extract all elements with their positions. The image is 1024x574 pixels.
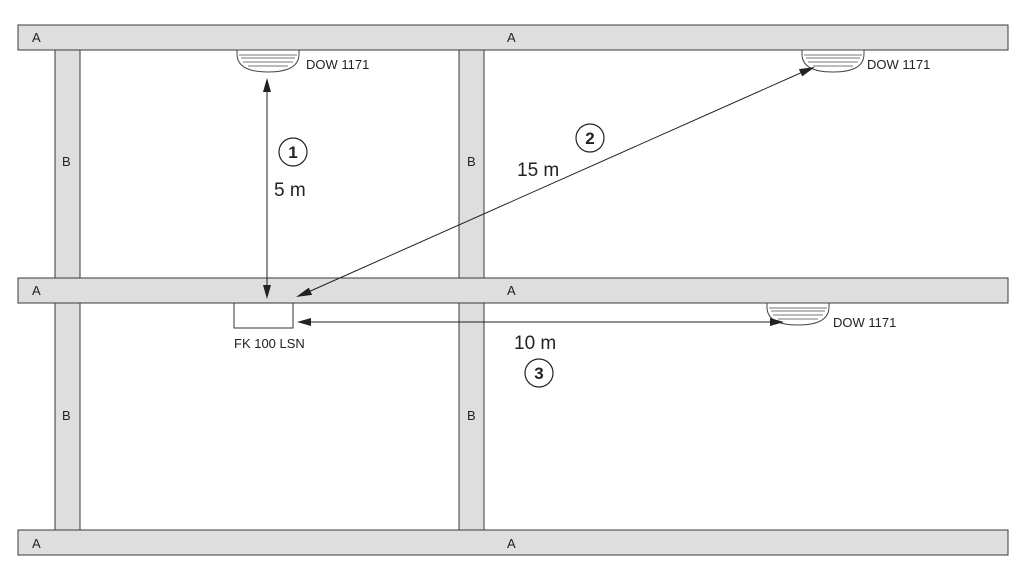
number-marker-1	[278, 137, 308, 167]
module-box	[233, 302, 294, 329]
beam-label-b: B	[467, 154, 476, 169]
detector-label: DOW 1171	[306, 57, 369, 72]
number-marker-3	[524, 358, 554, 388]
beam-b-top-right	[458, 49, 485, 279]
beam-b-top-left	[54, 49, 81, 279]
number-marker-text: 3	[534, 364, 543, 383]
beam-label-b: B	[467, 408, 476, 423]
beam-label-a: A	[32, 30, 41, 45]
beam-a-top	[17, 24, 1009, 51]
distance-line-3	[297, 318, 784, 326]
beam-label-a: A	[507, 536, 516, 551]
beam-a-bottom	[17, 529, 1009, 556]
distance-line-1	[263, 78, 271, 299]
beam-label-a: A	[507, 283, 516, 298]
distance-label-2: 15 m	[517, 160, 559, 181]
beam-b-bottom-right	[458, 302, 485, 531]
distance-line-2	[296, 67, 815, 297]
beam-label-b: B	[62, 154, 71, 169]
beam-label-b: B	[62, 408, 71, 423]
detector-label: DOW 1171	[867, 57, 930, 72]
number-marker-text: 2	[585, 129, 594, 148]
beam-label-a: A	[32, 536, 41, 551]
beam-label-a: A	[32, 283, 41, 298]
distance-label-3: 10 m	[514, 333, 556, 354]
distance-label-1: 5 m	[274, 180, 306, 201]
module-label: FK 100 LSN	[234, 336, 305, 351]
detector-label: DOW 1171	[833, 315, 896, 330]
smoke-detector-icon	[236, 49, 300, 73]
beam-a-middle	[17, 277, 1009, 304]
number-marker-2	[575, 123, 605, 153]
beam-label-a: A	[507, 30, 516, 45]
number-marker-text: 1	[288, 143, 297, 162]
